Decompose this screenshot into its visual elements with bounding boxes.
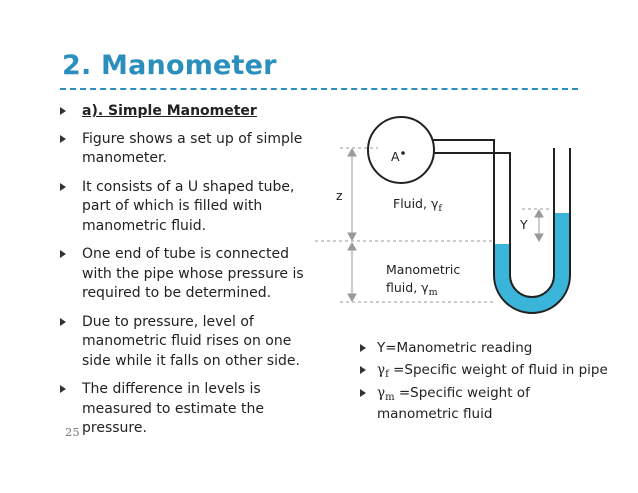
page-number: 25 bbox=[65, 425, 80, 439]
list-item: γf =Specific weight of fluid in pipe bbox=[360, 361, 620, 382]
bullet-arrow-icon bbox=[60, 385, 66, 393]
bullet-text: Figure shows a set up of simple manomete… bbox=[82, 130, 303, 167]
left-bullet-list: a). Simple Manometer Figure shows a set … bbox=[60, 102, 322, 448]
bullet-arrow-icon bbox=[60, 107, 66, 115]
gamma-subscript: m bbox=[385, 392, 395, 403]
gamma-symbol: γ bbox=[377, 361, 386, 378]
z-label: z bbox=[336, 188, 343, 203]
bullet-text: Y=Manometric reading bbox=[377, 340, 533, 356]
bullet-text: =Specific weight of fluid in pipe bbox=[388, 361, 608, 378]
pipe-circle bbox=[367, 116, 435, 184]
title-divider bbox=[60, 88, 578, 90]
bullet-arrow-icon bbox=[60, 182, 66, 191]
list-item: Figure shows a set up of simple manomete… bbox=[60, 130, 322, 169]
point-a-dot bbox=[401, 151, 405, 155]
list-item: Due to pressure, level of manometric flu… bbox=[60, 313, 322, 372]
bullet-arrow-icon bbox=[60, 317, 66, 326]
y-label: Y bbox=[519, 217, 528, 232]
bullet-arrow-icon bbox=[360, 389, 366, 397]
page-title: 2. Manometer bbox=[62, 50, 277, 81]
bullet-text: manometric fluid bbox=[377, 405, 493, 422]
point-a-label: A bbox=[391, 149, 400, 164]
bullet-arrow-icon bbox=[60, 250, 66, 258]
bullet-arrow-icon bbox=[360, 365, 366, 374]
list-item: It consists of a U shaped tube, part of … bbox=[60, 178, 322, 237]
u-tube bbox=[432, 139, 571, 314]
right-bullet-list: Y=Manometric reading γf =Specific weight… bbox=[360, 339, 620, 426]
manometric-label-line1: Manometric bbox=[386, 262, 460, 277]
y-dimension bbox=[534, 208, 544, 243]
bullet-text: =Specific weight of bbox=[394, 385, 530, 401]
bullet-text: The difference in levels is measured to … bbox=[82, 381, 264, 436]
gamma-subscript: f bbox=[385, 368, 389, 380]
gamma-symbol: γ bbox=[377, 385, 386, 401]
z-dimension bbox=[347, 147, 357, 303]
list-item: The difference in levels is measured to … bbox=[60, 380, 322, 439]
bullet-arrow-icon bbox=[60, 134, 66, 143]
bullet-text: One end of tube is connected with the pi… bbox=[82, 246, 304, 301]
list-item: One end of tube is connected with the pi… bbox=[60, 245, 322, 304]
list-item: Y=Manometric reading bbox=[360, 339, 620, 358]
reference-lines bbox=[315, 147, 552, 303]
list-item: γm =Specific weight of manometric fluid bbox=[360, 384, 620, 423]
bullet-text: It consists of a U shaped tube, part of … bbox=[82, 178, 295, 234]
bullet-text: Due to pressure, level of manometric flu… bbox=[82, 313, 300, 369]
bullet-text: a). Simple Manometer bbox=[82, 103, 257, 119]
bullet-arrow-icon bbox=[360, 344, 366, 352]
list-item: a). Simple Manometer bbox=[60, 102, 322, 122]
fluid-label: Fluid, γf bbox=[393, 196, 443, 214]
manometric-label-line2: fluid, γm bbox=[386, 280, 438, 298]
